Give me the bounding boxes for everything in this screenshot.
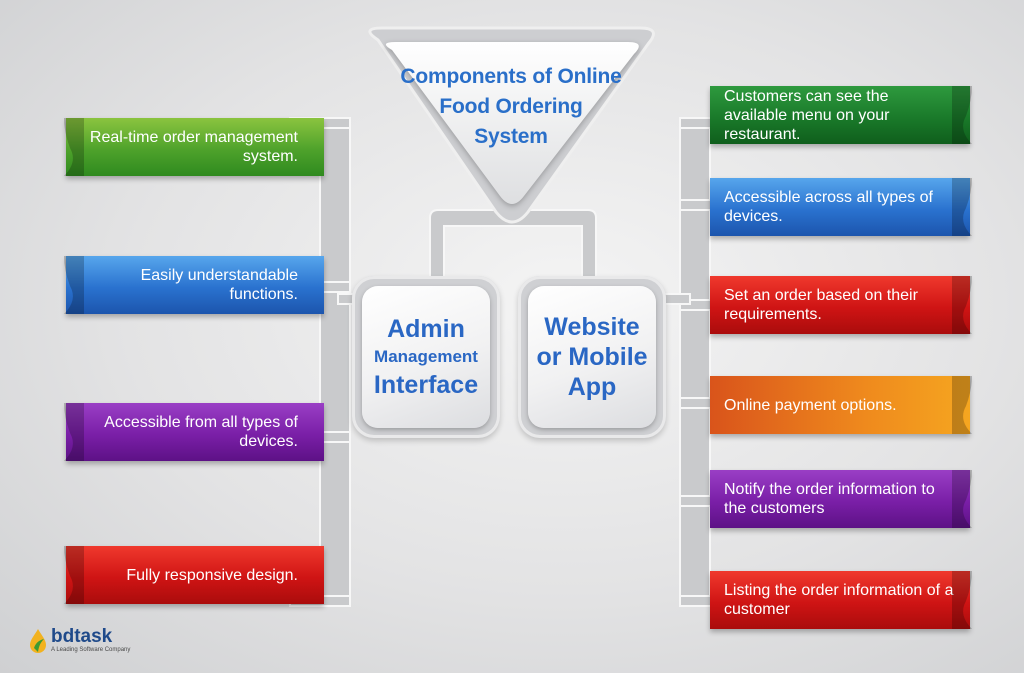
left-feature-ribbon: Fully responsive design.: [64, 546, 324, 604]
website-app-box: Website or Mobile App: [518, 276, 666, 438]
ribbon-curl-icon: [952, 376, 972, 434]
ribbon-curl-icon: [952, 178, 972, 236]
left-feature-ribbon: Easily understandable functions.: [64, 256, 324, 314]
right-feature-text: Set an order based on their requirements…: [724, 287, 918, 323]
app-line-3: App: [567, 373, 617, 401]
ribbon-curl-icon: [952, 86, 972, 144]
ribbon-curl-icon: [64, 403, 84, 461]
left-feature-text: Easily understandable functions.: [140, 267, 298, 303]
right-feature-text: Listing the order information of a custo…: [724, 582, 954, 618]
ribbon-curl-icon: [64, 118, 84, 176]
right-feature-ribbon: Customers can see the available menu on …: [710, 86, 972, 144]
right-feature-text: Accessible across all types of devices.: [724, 189, 933, 225]
ribbon-curl-icon: [64, 546, 84, 604]
left-feature-text: Accessible from all types of devices.: [104, 414, 298, 450]
admin-line-2: Management: [374, 347, 478, 366]
app-line-1: Website: [544, 313, 640, 341]
left-feature-ribbon: Real-time order management system.: [64, 118, 324, 176]
right-feature-ribbon: Online payment options.: [710, 376, 972, 434]
admin-line-3: Interface: [373, 371, 479, 399]
right-feature-ribbon: Listing the order information of a custo…: [710, 571, 972, 629]
admin-line-1: Admin: [387, 315, 465, 343]
right-feature-text: Online payment options.: [724, 396, 897, 414]
leaf-drop-icon: [30, 629, 46, 653]
ribbon-curl-icon: [952, 571, 972, 629]
ribbon-curl-icon: [952, 276, 972, 334]
left-feature-text: Fully responsive design.: [126, 566, 298, 584]
right-feature-ribbon: Accessible across all types of devices.: [710, 178, 972, 236]
right-feature-text: Customers can see the available menu on …: [724, 87, 890, 143]
ribbon-curl-icon: [64, 256, 84, 314]
app-line-2: or Mobile: [536, 343, 648, 371]
right-feature-ribbon: Notify the order information to the cust…: [710, 470, 972, 528]
title-line-1: Components of Online: [400, 65, 622, 88]
diagram-title: Components of Online Food Ordering Syste…: [382, 62, 640, 152]
right-feature-ribbon: Set an order based on their requirements…: [710, 276, 972, 334]
ribbon-curl-icon: [952, 470, 972, 528]
left-feature-text: Real-time order management system.: [89, 129, 298, 165]
logo-tagline: A Leading Software Company: [51, 647, 131, 653]
logo-name: bdtask: [51, 626, 113, 647]
right-feature-text: Notify the order information to the cust…: [724, 481, 935, 517]
admin-interface-box: Admin Management Interface: [352, 276, 500, 438]
title-line-3: System: [474, 125, 548, 148]
left-feature-ribbon: Accessible from all types of devices.: [64, 403, 324, 461]
bdtask-logo: bdtask A Leading Software Company: [28, 626, 131, 654]
title-line-2: Food Ordering: [439, 95, 583, 118]
